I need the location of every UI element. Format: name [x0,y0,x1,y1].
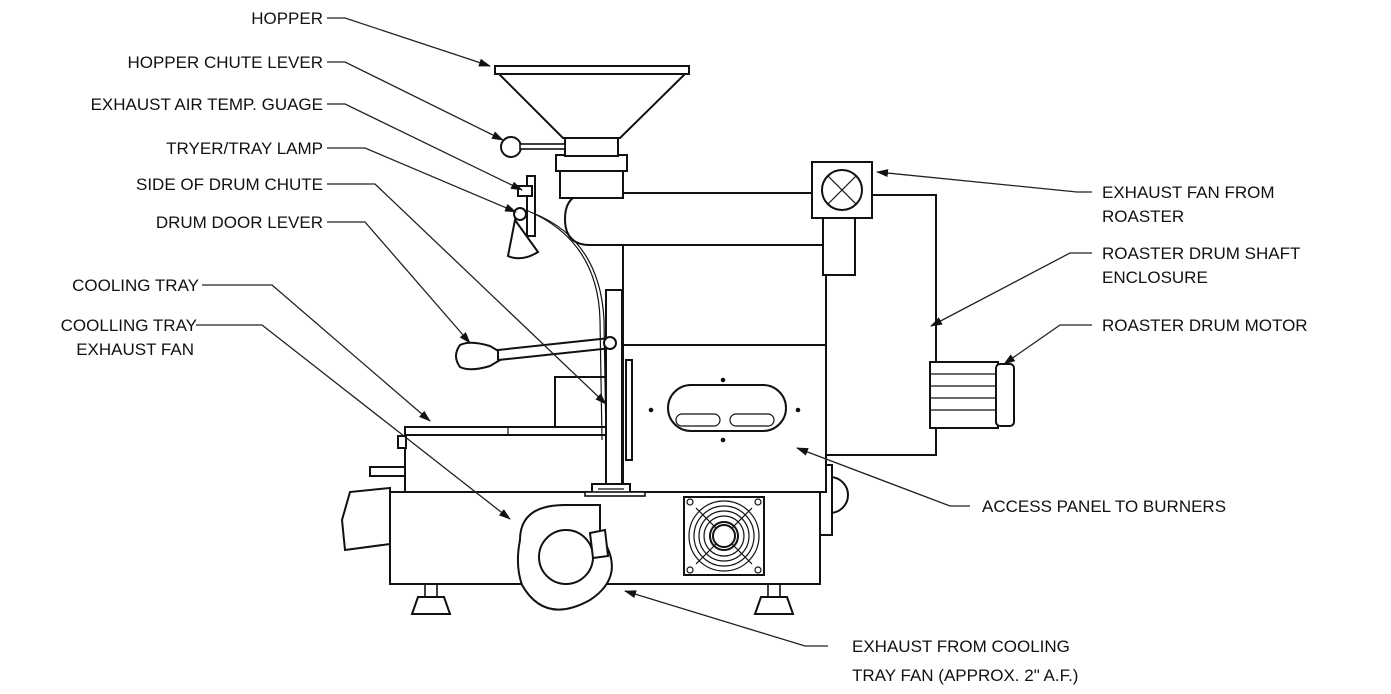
leader-hopper [327,17,491,67]
labels: HOPPER HOPPER CHUTE LEVER EXHAUST AIR TE… [61,9,1308,685]
label-tryer-tray-lamp: TRYER/TRAY LAMP [166,139,323,158]
leader-exhaust-fan-from-roaster [876,169,1092,193]
label-roaster-drum-shaft-enclosure-line1: ROASTER DRUM SHAFT [1102,244,1300,263]
cooling-tray-exhaust-fan [516,504,613,611]
leader-roaster-drum-motor [1003,324,1092,365]
hopper [494,65,690,139]
label-exhaust-fan-from-roaster-line1: EXHAUST FAN FROM [1102,183,1275,202]
leader-roaster-drum-shaft-enclosure [930,252,1092,327]
leader-tryer-tray-lamp [327,147,517,213]
leader-drum-door-lever [327,221,471,344]
leader-hopper-chute-lever [327,61,504,141]
exhaust-fan-from-roaster [811,161,873,219]
label-hopper: HOPPER [251,9,323,28]
leader-side-of-drum-chute [327,183,607,405]
name-plate [584,483,646,497]
label-hopper-chute-lever: HOPPER CHUTE LEVER [127,53,323,72]
drum-door-lever [455,336,617,371]
label-cooling-tray-exhaust-fan-line1: COOLLING TRAY [61,316,197,335]
leveling-feet [410,582,795,615]
tryer-tray-lamp [506,207,607,441]
label-exhaust-fan-from-roaster-line2: ROASTER [1102,207,1184,226]
hopper-chute [555,135,628,199]
label-side-of-drum-chute: SIDE OF DRUM CHUTE [136,175,323,194]
label-cooling-tray-exhaust-fan-line2: EXHAUST FAN [76,340,194,359]
hopper-chute-lever [500,136,566,158]
discharge-chute [340,486,391,552]
access-panel [622,344,827,493]
leader-cooling-tray-exhaust-fan [196,324,511,520]
roaster-drum-motor [929,361,1015,429]
leader-exhaust-from-cooling-tray-fan [624,590,828,647]
label-exhaust-air-temp-gauge: EXHAUST AIR TEMP. GUAGE [91,95,323,114]
leader-lines [196,17,1092,647]
label-roaster-drum-motor: ROASTER DRUM MOTOR [1102,316,1308,335]
side-of-drum-chute [605,289,623,491]
label-drum-door-lever: DRUM DOOR LEVER [156,213,323,232]
burner-grille [683,496,765,576]
label-roaster-drum-shaft-enclosure-line2: ENCLOSURE [1102,268,1208,287]
cooling-tray-body [369,426,611,493]
exhaust-air-temp-gauge [517,175,536,237]
label-exhaust-from-cooling-tray-fan-line2: TRAY FAN (APPROX. 2" A.F.) [852,666,1078,685]
roaster-machine [340,65,1015,615]
leader-cooling-tray [202,284,431,422]
label-cooling-tray: COOLING TRAY [72,276,199,295]
leader-access-panel-to-burners [796,447,970,507]
label-exhaust-from-cooling-tray-fan-line1: EXHAUST FROM COOLING [852,637,1070,656]
label-access-panel-to-burners: ACCESS PANEL TO BURNERS [982,497,1226,516]
leader-exhaust-air-temp-gauge [327,103,523,191]
